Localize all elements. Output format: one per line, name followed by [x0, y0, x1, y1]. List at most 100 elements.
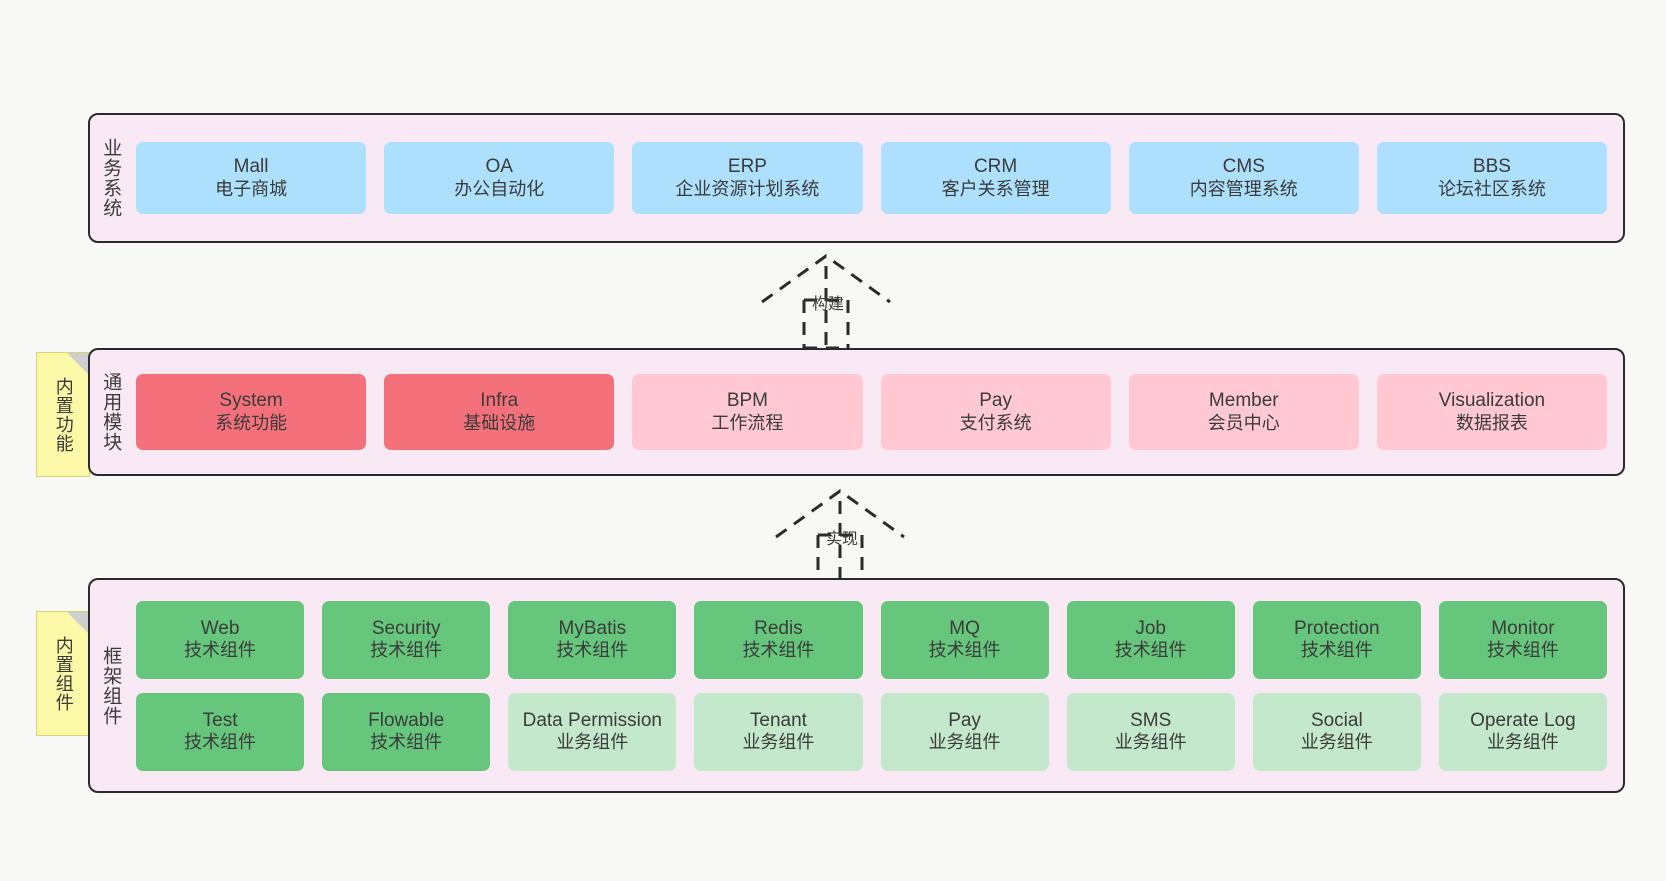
module-card-oa[interactable]: OA 办公自动化 — [384, 142, 615, 214]
module-subtitle: 技术组件 — [370, 640, 443, 661]
module-card-operate-log[interactable]: Operate Log 业务组件 — [1438, 692, 1607, 771]
module-subtitle: 技术组件 — [556, 640, 629, 661]
module-subtitle: 技术组件 — [370, 732, 443, 753]
module-subtitle: 技术组件 — [184, 640, 257, 661]
layer-framework-components: 框架组件 Web 技术组件 Security 技术组件 MyBatis 技术组件… — [88, 578, 1625, 793]
module-name: Pay — [979, 390, 1012, 412]
note-fold-corner-icon — [67, 612, 89, 634]
module-subtitle: 企业资源计划系统 — [675, 178, 820, 199]
module-subtitle: 技术组件 — [1114, 640, 1187, 661]
module-subtitle: 技术组件 — [1300, 640, 1373, 661]
module-card-bpm[interactable]: BPM 工作流程 — [632, 374, 863, 450]
module-name: Member — [1208, 390, 1279, 412]
module-subtitle: 业务组件 — [742, 732, 815, 753]
module-card-cms[interactable]: CMS 内容管理系统 — [1128, 142, 1359, 214]
note-fold-corner-icon — [67, 353, 89, 375]
module-card-bbs[interactable]: BBS 论坛社区系统 — [1376, 142, 1608, 214]
note-built-in-components: 内置组件 — [36, 611, 90, 736]
module-name: Visualization — [1438, 390, 1546, 412]
module-subtitle: 技术组件 — [742, 640, 815, 661]
layer-title-common-modules: 通用模块 — [100, 372, 122, 452]
module-card-infra[interactable]: Infra 基础设施 — [384, 374, 615, 450]
module-subtitle: 电子商城 — [215, 178, 288, 199]
module-name: CRM — [973, 156, 1018, 178]
module-card-job[interactable]: Job 技术组件 — [1066, 600, 1235, 679]
module-card-crm[interactable]: CRM 客户关系管理 — [880, 142, 1111, 214]
module-name: Test — [202, 709, 238, 731]
layer-body-framework-components: Web 技术组件 Security 技术组件 MyBatis 技术组件 Redi… — [130, 580, 1623, 791]
module-name: Data Permission — [522, 709, 662, 731]
module-name: Redis — [754, 617, 803, 639]
module-card-security[interactable]: Security 技术组件 — [322, 600, 491, 679]
module-name: Web — [200, 617, 240, 639]
module-card-erp[interactable]: ERP 企业资源计划系统 — [632, 142, 863, 214]
note-label: 内置功能 — [53, 376, 74, 453]
module-subtitle: 业务组件 — [1300, 732, 1373, 753]
module-subtitle: 会员中心 — [1207, 412, 1280, 433]
module-card-web[interactable]: Web 技术组件 — [136, 600, 305, 679]
connector-label-build: 构建 — [812, 296, 845, 313]
layer-title-business-system: 业务系统 — [100, 138, 122, 218]
module-name: Infra — [480, 390, 519, 412]
module-card-pay-business[interactable]: Pay 业务组件 — [880, 692, 1049, 771]
module-subtitle: 技术组件 — [928, 640, 1001, 661]
module-card-tenant[interactable]: Tenant 业务组件 — [694, 692, 863, 771]
module-card-sms[interactable]: SMS 业务组件 — [1066, 692, 1235, 771]
module-name: BPM — [726, 390, 769, 412]
layer-business-system: 业务系统 Mall 电子商城 OA 办公自动化 ERP 企业资源计划系统 CRM… — [88, 113, 1625, 243]
module-subtitle: 业务组件 — [1114, 732, 1187, 753]
connector-build: 构建 — [742, 252, 932, 350]
module-card-mybatis[interactable]: MyBatis 技术组件 — [508, 600, 677, 679]
module-card-protection[interactable]: Protection 技术组件 — [1252, 600, 1421, 679]
module-subtitle: 论坛社区系统 — [1437, 178, 1546, 199]
layer-title-framework-components: 框架组件 — [100, 645, 122, 726]
module-name: Security — [371, 617, 441, 639]
module-card-monitor[interactable]: Monitor 技术组件 — [1438, 600, 1607, 679]
module-card-pay[interactable]: Pay 支付系统 — [880, 374, 1111, 450]
module-card-mall[interactable]: Mall 电子商城 — [136, 142, 367, 214]
module-subtitle: 数据报表 — [1455, 412, 1528, 433]
module-card-mq[interactable]: MQ 技术组件 — [880, 600, 1049, 679]
layer-body-business-system: Mall 电子商城 OA 办公自动化 ERP 企业资源计划系统 CRM 客户关系… — [130, 115, 1623, 241]
module-subtitle: 业务组件 — [928, 732, 1001, 753]
module-subtitle: 基础设施 — [463, 412, 536, 433]
note-built-in-functions: 内置功能 — [36, 352, 90, 477]
module-subtitle: 技术组件 — [1486, 640, 1559, 661]
module-subtitle: 工作流程 — [711, 412, 784, 433]
module-card-test[interactable]: Test 技术组件 — [136, 692, 305, 771]
module-name: Pay — [948, 709, 981, 731]
dashed-hollow-arrow-icon — [775, 489, 905, 585]
connector-implement: 实现 — [756, 487, 946, 585]
module-name: Mall — [233, 156, 269, 178]
module-name: OA — [485, 156, 513, 178]
module-subtitle: 客户关系管理 — [941, 178, 1050, 199]
layer-row: System 系统功能 Infra 基础设施 BPM 工作流程 Pay 支付系统… — [136, 374, 1608, 450]
module-card-visualization[interactable]: Visualization 数据报表 — [1376, 374, 1608, 450]
module-name: Operate Log — [1470, 709, 1576, 731]
module-card-flowable[interactable]: Flowable 技术组件 — [322, 692, 491, 771]
module-name: Protection — [1294, 617, 1380, 639]
module-subtitle: 业务组件 — [1486, 732, 1559, 753]
module-name: Job — [1135, 617, 1166, 639]
module-name: System — [219, 390, 283, 412]
module-name: CMS — [1222, 156, 1265, 178]
module-name: MQ — [949, 617, 980, 639]
module-card-data-permission[interactable]: Data Permission 业务组件 — [508, 692, 677, 771]
module-card-redis[interactable]: Redis 技术组件 — [694, 600, 863, 679]
layer-body-common-modules: System 系统功能 Infra 基础设施 BPM 工作流程 Pay 支付系统… — [130, 350, 1623, 474]
module-card-system[interactable]: System 系统功能 — [136, 374, 367, 450]
module-name: SMS — [1130, 709, 1172, 731]
module-name: Tenant — [749, 709, 807, 731]
module-card-social[interactable]: Social 业务组件 — [1252, 692, 1421, 771]
note-label: 内置组件 — [53, 635, 74, 712]
module-name: Social — [1310, 709, 1363, 731]
module-name: BBS — [1472, 156, 1511, 178]
module-name: ERP — [727, 156, 767, 178]
module-subtitle: 内容管理系统 — [1189, 178, 1298, 199]
layer-common-modules: 通用模块 System 系统功能 Infra 基础设施 BPM 工作流程 Pay… — [88, 348, 1625, 476]
module-subtitle: 业务组件 — [556, 732, 629, 753]
layer-row: Web 技术组件 Security 技术组件 MyBatis 技术组件 Redi… — [136, 600, 1607, 679]
module-name: Monitor — [1491, 617, 1555, 639]
module-card-member[interactable]: Member 会员中心 — [1128, 374, 1359, 450]
